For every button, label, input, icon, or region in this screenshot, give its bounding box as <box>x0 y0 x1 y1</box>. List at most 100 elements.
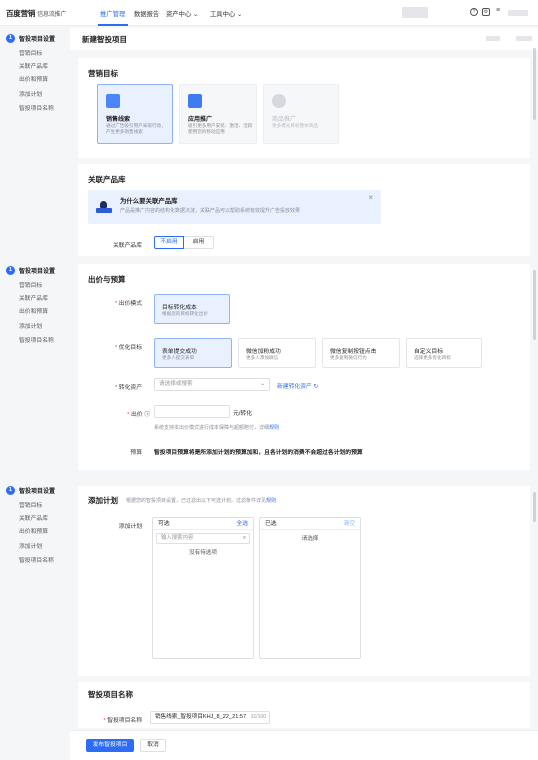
section-title: 关联产品库 <box>88 175 126 184</box>
section-title: 添加计划 <box>88 496 118 505</box>
menu-icon[interactable]: ≡ <box>495 7 501 14</box>
goal-custom[interactable]: 自定义目标 选择更多优化目标 <box>406 338 482 368</box>
sidebar-item-product-lib[interactable]: 关联产品库 <box>19 296 48 302</box>
refresh-icon[interactable]: ↻ <box>313 384 319 390</box>
option-desc: 根据您的目标转化出价 <box>162 311 208 316</box>
brand-logo[interactable]: 百度营销信息流推广 <box>6 8 66 19</box>
rules-link[interactable]: 规则 <box>269 425 280 431</box>
sidebar-item-add-plan[interactable]: 添加计划 <box>19 92 43 98</box>
close-icon[interactable]: × <box>368 193 373 202</box>
goal-title: 销售线索 <box>106 117 131 123</box>
marketing-goal-section: 营销目标 销售线索 通过广告吸引用户采取行动，产生更多销售线索 应用推广 吸引更… <box>78 58 530 158</box>
section-title: 智投项目名称 <box>88 690 133 699</box>
project-name-input[interactable]: 销售线索_智投项目KHJ_8_22_21:57 31/100 <box>150 711 270 724</box>
product-library-section: 关联产品库 为什么要关联产品库 产品是推广内容的结构化数据沉淀，关联产品可以帮助… <box>78 164 530 256</box>
available-plans-panel: 可选全选 输入搜索内容 ⌕ 没有待选项 <box>152 517 254 659</box>
goal-wechat-follow[interactable]: 微信加粉成功 更多人添加微信 <box>238 338 316 368</box>
toggle-enable[interactable]: 启用 <box>184 236 214 249</box>
sidebar-item-add-plan[interactable]: 添加计划 <box>19 324 43 330</box>
chevron-down-icon: ⌄ <box>236 11 243 18</box>
option-desc: 更多复制微信行为 <box>330 355 367 360</box>
product-icon <box>272 94 286 108</box>
app-icon <box>188 94 202 108</box>
bid-mode-target-cpa[interactable]: 目标转化成本 根据您的目标转化出价 <box>154 294 230 324</box>
budget-text: 智投项目预算将是所添加计划的预算加和，且各计划的消费不会超过各计划的预算 <box>154 450 363 456</box>
publish-project-button[interactable]: 发布智投项目 <box>86 739 134 752</box>
illustration-icon <box>96 198 112 214</box>
sidebar-item-bid-budget[interactable]: 出价和预算 <box>19 529 48 535</box>
product-library-notice: 为什么要关联产品库 产品是推广内容的结构化数据沉淀，关联产品可以帮助系统有效提升… <box>88 190 381 224</box>
empty-state-text: 请选择 <box>301 536 319 542</box>
brand-name: 百度营销 <box>6 9 36 18</box>
project-name-label: * 智投项目名称 <box>103 718 142 724</box>
option-desc: 选择更多优化目标 <box>414 355 451 360</box>
goal-desc: 吸引更多用户安装、激活、活跃使用您的移动应用 <box>188 123 253 134</box>
scrollbar-thumb[interactable] <box>533 270 536 340</box>
option-desc: 更多人提交表单 <box>162 355 195 360</box>
plan-search-input[interactable]: 输入搜索内容 ⌕ <box>156 533 250 544</box>
settings-icon[interactable]: ⚙ <box>482 8 490 16</box>
goal-option-sales-leads[interactable]: 销售线索 通过广告吸引用户采取行动，产生更多销售线索 <box>97 84 173 144</box>
sidebar-item-project-name[interactable]: 智投项目名称 <box>19 338 54 344</box>
option-title: 自定义目标 <box>414 349 443 355</box>
goal-desc: 通过广告吸引用户采取行动，产生更多销售线索 <box>106 123 166 134</box>
info-circle-icon: ⓘ <box>144 412 150 418</box>
sidebar-item-project-name[interactable]: 智投项目名称 <box>19 106 54 112</box>
project-name-section: 智投项目名称 * 智投项目名称 销售线索_智投项目KHJ_8_22_21:57 … <box>78 682 530 728</box>
chevron-down-icon: ⌄ <box>192 11 199 18</box>
sidebar-item-bid-budget[interactable]: 出价和预算 <box>19 77 48 83</box>
sidebar-item-product-lib[interactable]: 关联产品库 <box>19 516 48 522</box>
sidebar-item-marketing-goal[interactable]: 营销目标 <box>19 283 43 289</box>
empty-state-text: 没有待选项 <box>189 550 217 556</box>
goal-form-submit[interactable]: 表单提交成功 更多人提交表单 <box>154 338 232 368</box>
selected-plans-panel: 已选 清空 请选择 <box>259 517 361 659</box>
new-conversion-asset-link[interactable]: 新建转化资产 ↻ <box>277 384 319 390</box>
goal-wechat-copy[interactable]: 微信复制按钮点击 更多复制微信行为 <box>322 338 400 368</box>
scrollbar-thumb[interactable] <box>533 492 536 522</box>
sidebar-item-project-name[interactable]: 智投项目名称 <box>19 558 54 564</box>
panel-title: 已选 <box>265 521 277 527</box>
goal-title: 应用推广 <box>188 117 213 123</box>
section-title: 营销目标 <box>88 69 118 78</box>
scrollbar-thumb[interactable] <box>533 48 536 120</box>
option-title: 表单提交成功 <box>162 349 197 355</box>
sidebar-item-add-plan[interactable]: 添加计划 <box>19 544 43 550</box>
clear-button[interactable]: 清空 <box>343 521 355 527</box>
nav-asset-center[interactable]: 资产中心 ⌄ <box>166 11 199 18</box>
help-icon[interactable]: ? <box>470 8 478 16</box>
page-header: 新建智投项目 <box>70 28 538 50</box>
page-title: 新建智投项目 <box>82 35 127 44</box>
product-library-label: 关联产品库 <box>113 243 142 249</box>
bid-price-input[interactable] <box>154 405 230 418</box>
input-value: 销售线索_智投项目KHJ_8_22_21:57 <box>155 714 247 720</box>
select-all-button[interactable]: 全选 <box>236 521 248 527</box>
account-info-redacted <box>402 7 428 18</box>
nav-data-report[interactable]: 数据报告 <box>134 11 160 18</box>
select-placeholder: 请选择或搜索 <box>159 381 193 387</box>
optimization-goal-label: * 优化目标 <box>114 345 142 351</box>
sidebar-item-marketing-goal[interactable]: 营销目标 <box>19 51 43 57</box>
cancel-button[interactable]: 取消 <box>140 739 166 752</box>
goal-option-app-promotion[interactable]: 应用推广 吸引更多用户安装、激活、活跃使用您的移动应用 <box>179 84 257 144</box>
toggle-disable[interactable]: 不启用 <box>154 236 184 249</box>
notice-desc: 产品是推广内容的结构化数据沉淀，关联产品可以帮助系统有效提升广告投放效果 <box>120 208 301 214</box>
price-unit: 元/转化 <box>233 411 253 417</box>
search-icon: ⌕ <box>242 535 246 541</box>
option-title: 微信复制按钮点击 <box>330 349 377 355</box>
nav-tool-center[interactable]: 工具中心 ⌄ <box>210 11 243 18</box>
nav-promotion-management[interactable]: 推广管理 <box>100 11 126 18</box>
bid-mode-label: * 出价模式 <box>114 301 142 307</box>
char-counter: 31/100 <box>250 714 266 720</box>
conversion-asset-select[interactable]: 请选择或搜索 ⌄ <box>154 378 270 391</box>
user-avatar-redacted[interactable] <box>508 10 528 16</box>
sidebar-item-product-lib[interactable]: 关联产品库 <box>19 64 48 70</box>
bid-price-hint: 系统支持本出价模式进行成本保障与超额赔付，详细规则 <box>154 425 280 431</box>
sidebar-item-bid-budget[interactable]: 出价和预算 <box>19 309 48 315</box>
rules-link[interactable]: 规则 <box>266 498 277 504</box>
sidebar-item-marketing-goal[interactable]: 营销目标 <box>19 503 43 509</box>
header-info-redacted <box>516 36 532 41</box>
